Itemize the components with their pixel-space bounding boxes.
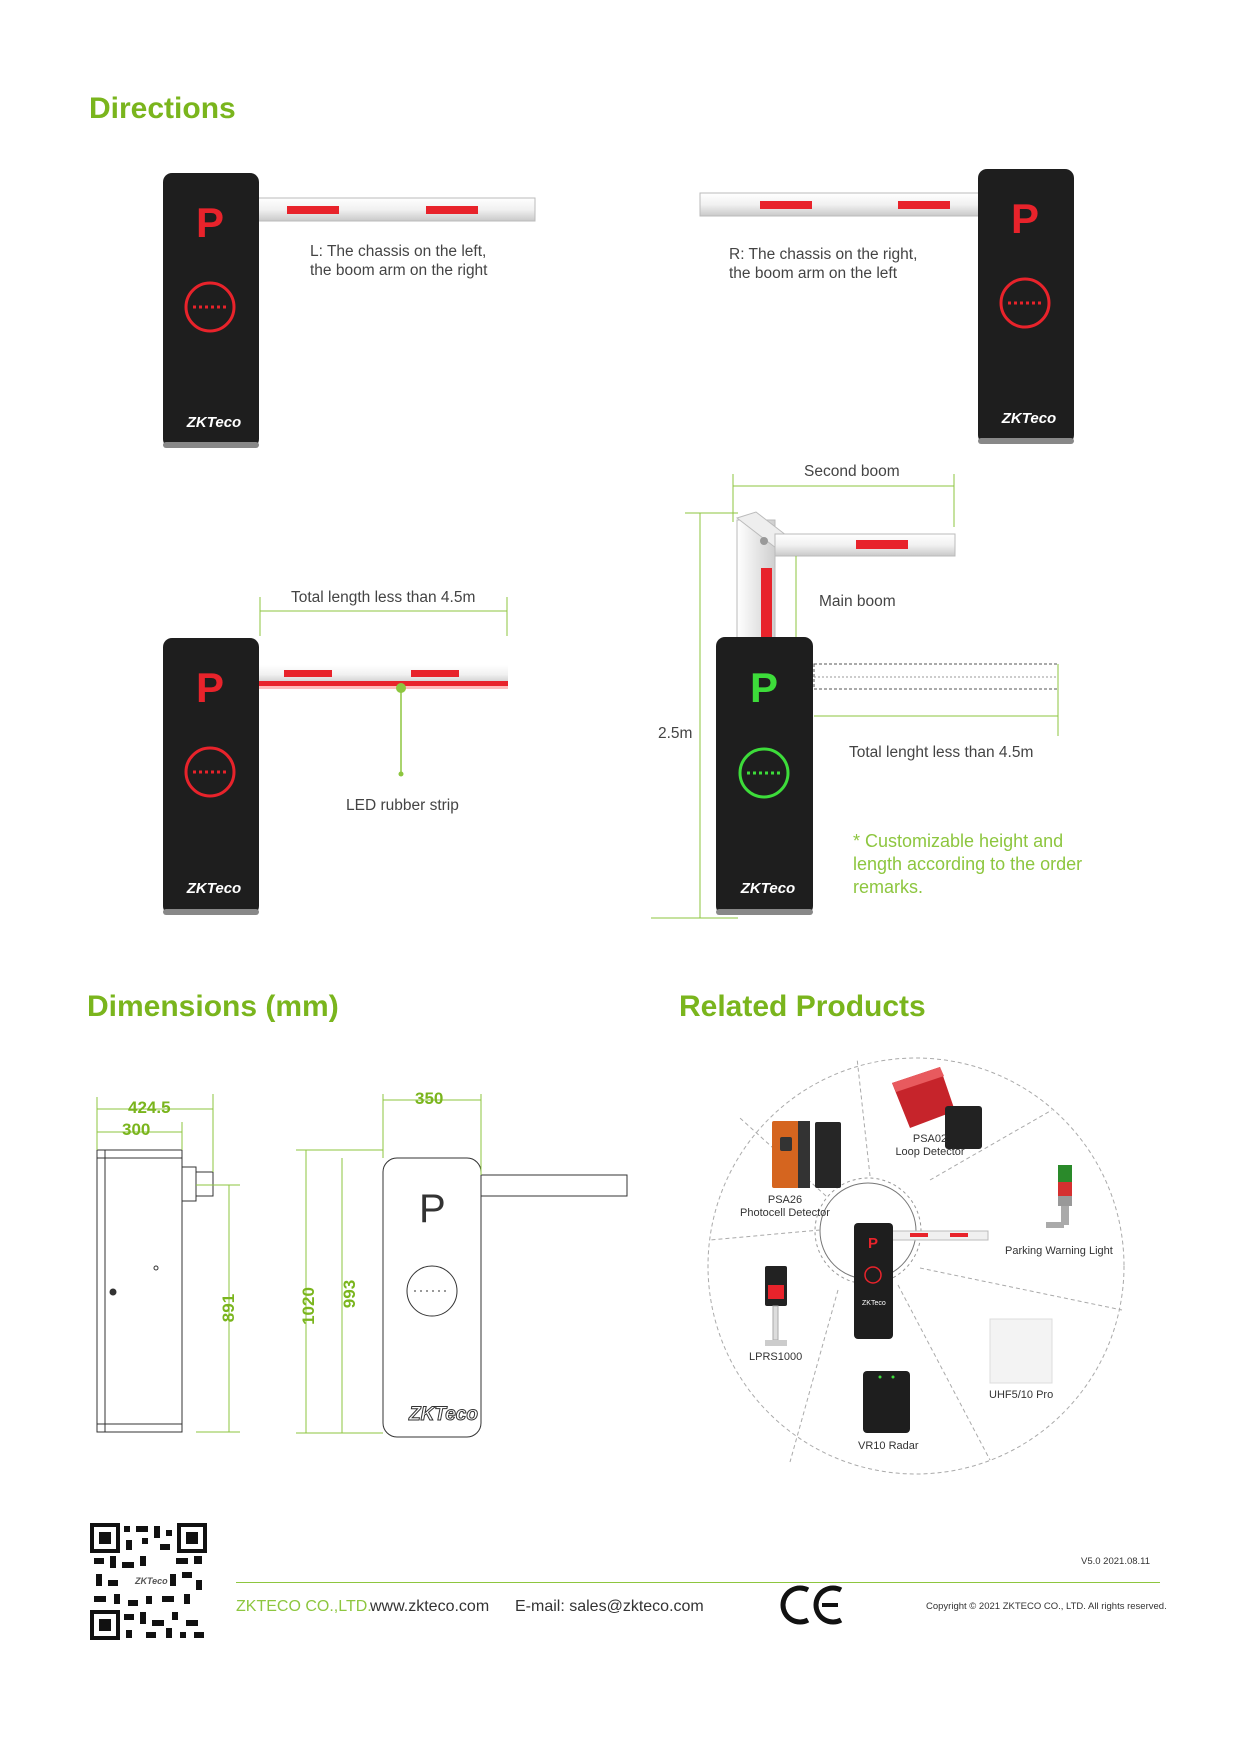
svg-text:P: P bbox=[868, 1235, 878, 1252]
uhf-label: UHF5/10 Pro bbox=[989, 1389, 1054, 1401]
version-label: V5.0 2021.08.11 bbox=[1081, 1556, 1151, 1567]
dimension-891: 891 bbox=[219, 1293, 239, 1323]
vr10-radar-label: VR10 Radar bbox=[858, 1440, 919, 1452]
main-boom-label: Main boom bbox=[819, 593, 896, 610]
barrier-cabinet bbox=[716, 637, 813, 915]
customizable-note: * Customizable height and length accordi… bbox=[853, 831, 1083, 897]
barrier-led-strip: P ZKTeco bbox=[163, 597, 508, 915]
barrier-folding-boom: P ZKTeco bbox=[651, 474, 1059, 919]
zkteco-logo: ZKTeco bbox=[740, 880, 795, 897]
led-rubber-strip bbox=[258, 681, 508, 686]
front-view-cabinet bbox=[382, 1157, 482, 1438]
height-label: 2.5m bbox=[658, 725, 693, 742]
footer-divider bbox=[236, 1582, 1160, 1583]
dimensions-heading: Dimensions (mm) bbox=[87, 990, 339, 1023]
center-barrier-logo: ZKTeco bbox=[862, 1300, 886, 1307]
front-view-p-letter: P bbox=[419, 1187, 446, 1231]
parking-p-icon: P bbox=[196, 664, 224, 711]
led-strip-label: LED rubber strip bbox=[346, 797, 459, 814]
stop-icon bbox=[999, 277, 1051, 329]
stop-icon bbox=[184, 746, 236, 798]
arm-reflector bbox=[287, 206, 339, 214]
photocell-detector-image bbox=[772, 1121, 799, 1188]
arm-reflector bbox=[898, 201, 950, 209]
dimension-350: 350 bbox=[415, 1089, 444, 1108]
email-link[interactable]: E-mail: sales@zkteco.com bbox=[515, 1598, 704, 1615]
copyright-text: Copyright © 2021 ZKTECO CO., LTD. All ri… bbox=[926, 1601, 1167, 1612]
barrier-cabinet bbox=[163, 173, 259, 448]
warning-light-image bbox=[1058, 1165, 1072, 1182]
dimension-drawing bbox=[96, 1094, 628, 1438]
qr-brand-logo: ZKTeco bbox=[135, 1576, 168, 1586]
zkteco-logo: ZKTeco bbox=[186, 880, 241, 897]
vr10-radar-image bbox=[863, 1371, 910, 1433]
second-boom-label: Second boom bbox=[804, 463, 900, 480]
right-chassis-caption-line2: the boom arm on the left bbox=[729, 265, 898, 282]
dimension-993: 993 bbox=[340, 1279, 360, 1309]
loop-detector-module bbox=[945, 1106, 982, 1149]
website-link[interactable]: www.zkteco.com bbox=[370, 1598, 490, 1615]
total-length-label: Total length less than 4.5m bbox=[291, 589, 476, 606]
ce-mark bbox=[780, 1585, 843, 1625]
barrier-right-chassis: P ZKTeco bbox=[699, 169, 1074, 444]
zkteco-logo: ZKTeco bbox=[1001, 410, 1056, 427]
warning-light-label: Parking Warning Light bbox=[1005, 1245, 1113, 1257]
dimension-424-5: 424.5 bbox=[128, 1098, 171, 1117]
dimension-1020: 1020 bbox=[298, 1287, 318, 1325]
uhf-reader-image bbox=[989, 1318, 1053, 1384]
barrier-cabinet bbox=[163, 638, 259, 915]
qr-code bbox=[90, 1523, 207, 1640]
left-chassis-caption-line1: L: The chassis on the left, bbox=[310, 243, 487, 260]
stop-icon bbox=[184, 281, 236, 333]
right-chassis-caption-line1: R: The chassis on the right, bbox=[729, 246, 918, 263]
parking-p-icon: P bbox=[750, 664, 778, 711]
front-view-boom bbox=[480, 1174, 628, 1197]
barrier-cabinet bbox=[978, 169, 1074, 444]
company-name: ZKTECO CO.,LTD. bbox=[236, 1598, 372, 1615]
go-icon bbox=[738, 747, 790, 799]
directions-heading: Directions bbox=[89, 92, 236, 125]
arm-reflector bbox=[426, 206, 478, 214]
zkteco-logo: ZKTeco bbox=[186, 414, 241, 431]
front-view-logo: ZKTeco bbox=[409, 1404, 479, 1426]
related-products-wheel: P bbox=[707, 1057, 1125, 1475]
lprs1000-label: LPRS1000 bbox=[749, 1351, 803, 1363]
related-products-heading: Related Products bbox=[679, 990, 926, 1023]
dimension-300: 300 bbox=[122, 1120, 151, 1139]
total-length-label-2: Total lenght less than 4.5m bbox=[849, 744, 1034, 761]
left-chassis-caption-line2: the boom arm on the right bbox=[310, 262, 488, 279]
barrier-left-chassis: P ZKTeco bbox=[163, 173, 536, 448]
parking-p-icon: P bbox=[1011, 195, 1039, 242]
parking-p-icon: P bbox=[196, 199, 224, 246]
arm-reflector bbox=[760, 201, 812, 209]
